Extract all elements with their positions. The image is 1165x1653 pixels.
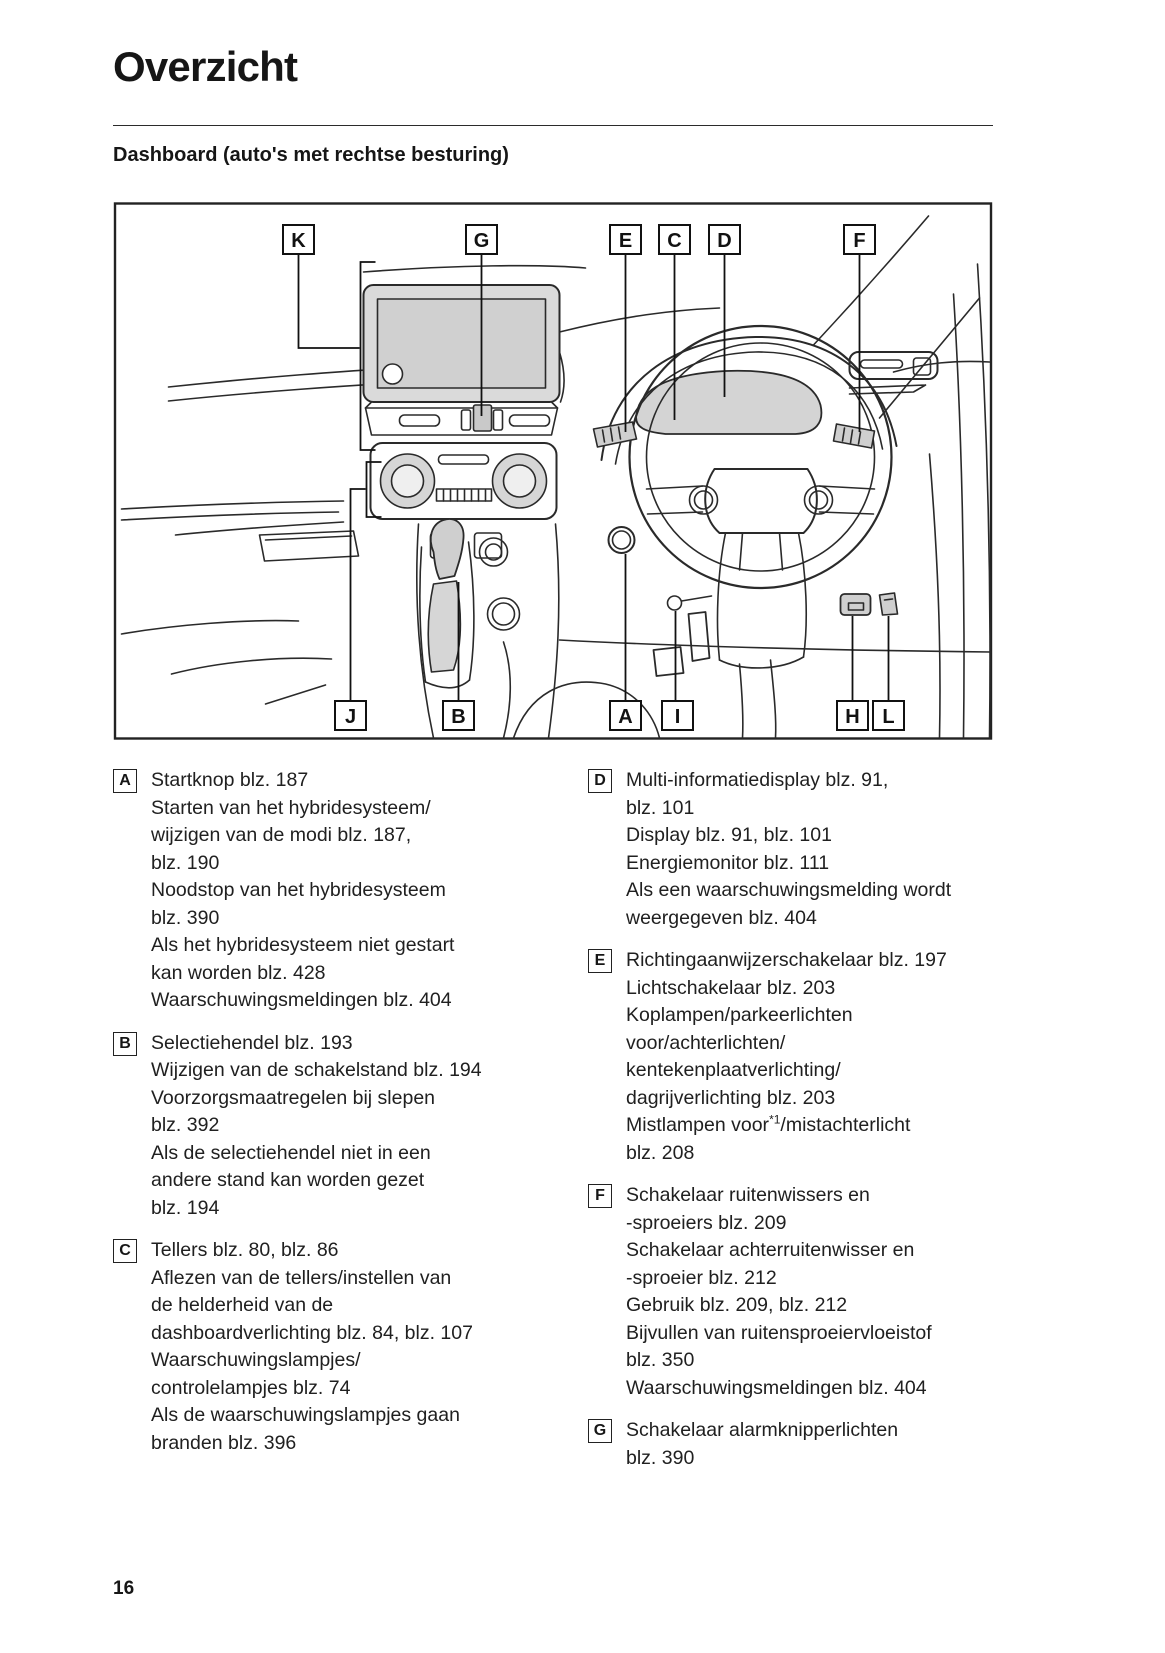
climate-panel bbox=[369, 442, 558, 520]
diagram-callout-K: K bbox=[282, 224, 315, 255]
legend-item-D: D Multi-informatiedisplay blz. 91,blz. 10… bbox=[588, 767, 1053, 932]
callout-letter-A: A bbox=[113, 769, 137, 793]
callout-letter-C: C bbox=[113, 1239, 137, 1263]
callout-leader-lines bbox=[297, 255, 890, 701]
start-button bbox=[607, 526, 636, 554]
legend-text: Schakelaar ruitenwissers en-sproeiers bl… bbox=[626, 1184, 932, 1399]
lower-dash-switches bbox=[839, 592, 899, 616]
column-lever bbox=[666, 595, 713, 611]
wiper-stalk bbox=[832, 423, 876, 449]
side-tray bbox=[258, 530, 360, 562]
diagram-callout-I: I bbox=[661, 700, 694, 731]
dashboard-diagram: K G E C D F J B A I H L bbox=[113, 202, 993, 740]
dashboard-line-art bbox=[120, 215, 992, 739]
pedals bbox=[652, 611, 711, 677]
hazard-switch bbox=[472, 404, 493, 432]
cup-holder bbox=[486, 597, 521, 631]
callout-letter-D: D bbox=[588, 769, 612, 793]
diagram-callout-D: D bbox=[708, 224, 741, 255]
callout-letter-F: F bbox=[588, 1184, 612, 1208]
diagram-callout-B: B bbox=[442, 700, 475, 731]
svg-text:B: B bbox=[451, 706, 465, 728]
diagram-callout-H: H bbox=[836, 700, 869, 731]
diagram-callout-J: J bbox=[334, 700, 367, 731]
shift-lever bbox=[419, 518, 475, 689]
diagram-callout-F: F bbox=[843, 224, 876, 255]
svg-text:D: D bbox=[717, 230, 731, 252]
page-number: 16 bbox=[113, 1578, 135, 1599]
svg-text:A: A bbox=[618, 706, 632, 728]
steering-wheel bbox=[628, 324, 893, 590]
callout-letter-E: E bbox=[588, 949, 612, 973]
page-content: Overzicht Dashboard (auto's met rechtse … bbox=[113, 0, 993, 1487]
instrument-cluster bbox=[635, 369, 823, 435]
section-subtitle: Dashboard (auto's met rechtse besturing) bbox=[113, 144, 509, 166]
vent-strip bbox=[364, 404, 559, 436]
diagram-callout-G: G bbox=[465, 224, 498, 255]
svg-text:F: F bbox=[853, 230, 865, 252]
svg-text:G: G bbox=[474, 230, 490, 252]
svg-text:H: H bbox=[845, 706, 859, 728]
legend-text: Multi-informatiedisplay blz. 91,blz. 101… bbox=[626, 769, 952, 929]
side-vents bbox=[848, 351, 939, 395]
multimedia-display bbox=[362, 284, 561, 409]
svg-text:K: K bbox=[291, 230, 306, 252]
callout-letter-G: G bbox=[588, 1419, 612, 1443]
diagram-callout-L: L bbox=[872, 700, 905, 731]
svg-text:E: E bbox=[619, 230, 632, 252]
svg-text:C: C bbox=[667, 230, 681, 252]
legend-item-F: F Schakelaar ruitenwissers en-sproeiers b… bbox=[588, 1182, 1053, 1402]
svg-text:J: J bbox=[345, 706, 356, 728]
svg-text:I: I bbox=[675, 706, 681, 728]
diagram-callout-A: A bbox=[609, 700, 642, 731]
title-rule bbox=[113, 125, 993, 126]
page-title: Overzicht bbox=[113, 43, 298, 90]
diagram-callout-C: C bbox=[658, 224, 691, 255]
legend-column-right: D Multi-informatiedisplay blz. 91,blz. 10… bbox=[588, 767, 1053, 1487]
svg-text:L: L bbox=[882, 706, 894, 728]
callout-letter-B: B bbox=[113, 1031, 137, 1056]
diagram-callout-E: E bbox=[609, 224, 642, 255]
